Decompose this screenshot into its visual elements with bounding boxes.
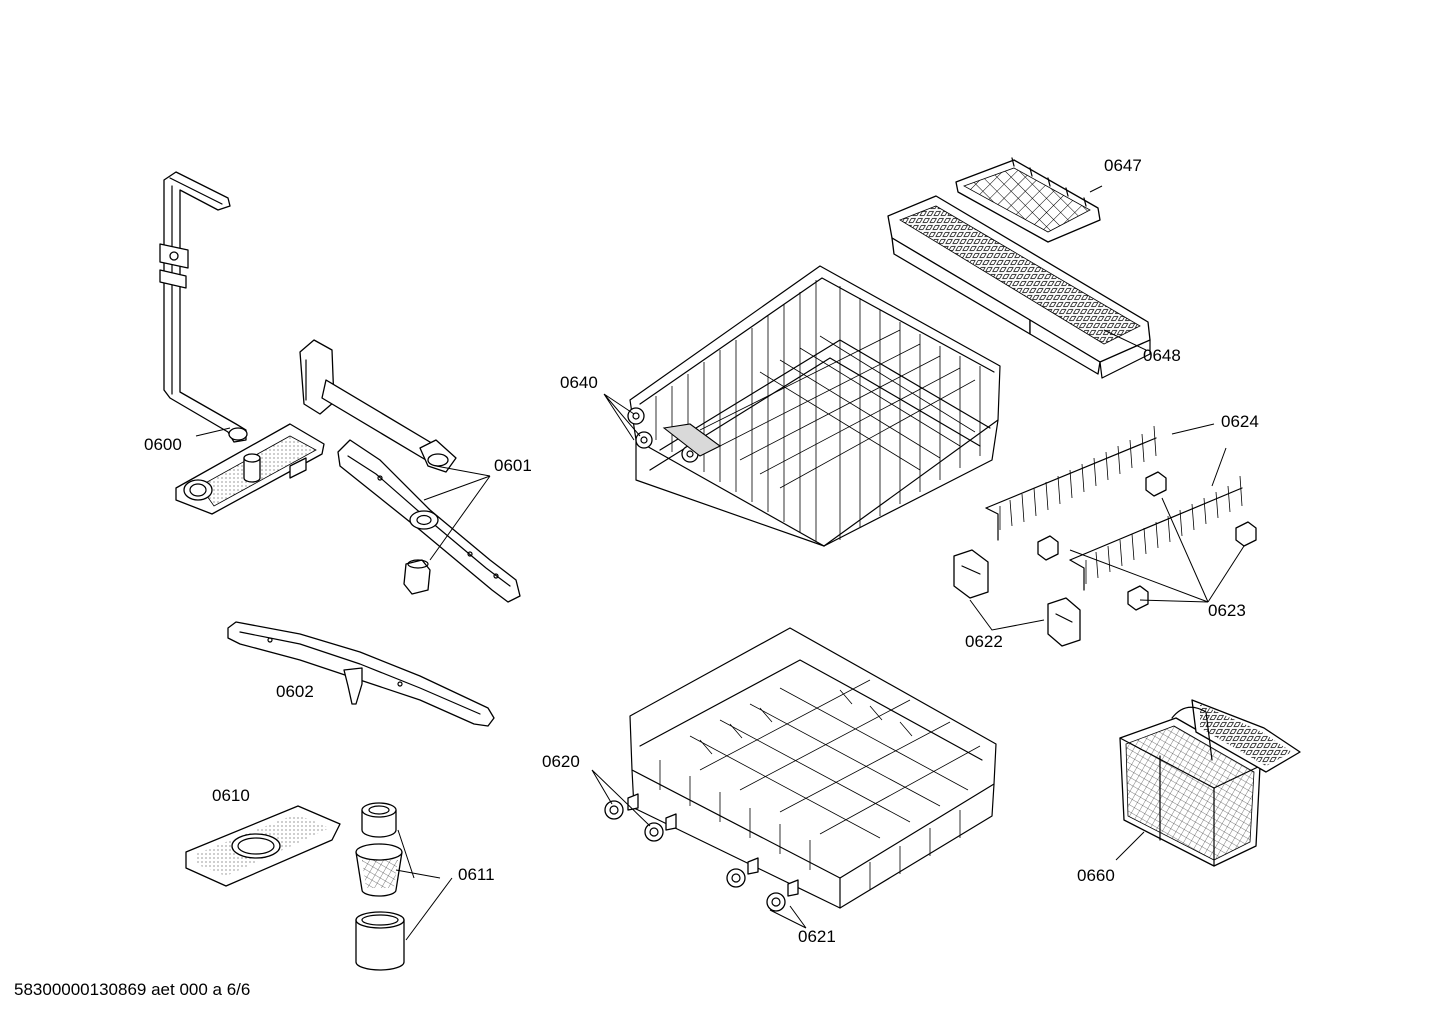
label-0611: 0611 bbox=[458, 865, 495, 884]
part-0648-cutlery-drawer bbox=[887, 195, 1151, 379]
document-id-footer: 58300000130869 aet 000 a 6/6 bbox=[14, 980, 251, 999]
label-0660: 0660 bbox=[1077, 866, 1115, 885]
leader-lines bbox=[195, 185, 1245, 941]
label-0621: 0621 bbox=[798, 927, 836, 946]
part-0660-cutlery-basket bbox=[1119, 699, 1301, 867]
part-0601-spray-pipe bbox=[299, 339, 457, 473]
part-0623-clips bbox=[1037, 471, 1257, 611]
part-0611-filter-assembly bbox=[355, 802, 405, 971]
part-0624-tine-rack bbox=[985, 425, 1243, 591]
part-0610-filter-plate bbox=[185, 805, 341, 887]
part-0601-spray-arm bbox=[337, 439, 521, 603]
label-0601: 0601 bbox=[494, 456, 532, 475]
label-0647: 0647 bbox=[1104, 156, 1142, 175]
label-0610: 0610 bbox=[212, 786, 250, 805]
label-0640: 0640 bbox=[560, 373, 598, 392]
part-0602-lower-spray-arm bbox=[227, 621, 495, 727]
part-0647-drawer-insert bbox=[955, 157, 1101, 243]
part-0600-base-housing bbox=[175, 423, 325, 515]
part-0600-feed-pipe bbox=[159, 171, 248, 443]
label-0624: 0624 bbox=[1221, 412, 1259, 431]
label-0622: 0622 bbox=[965, 632, 1003, 651]
label-0623: 0623 bbox=[1208, 601, 1246, 620]
part-0640-upper-basket bbox=[627, 265, 1001, 547]
part-0621-wheels bbox=[604, 793, 799, 912]
part-0622-brackets bbox=[953, 549, 1081, 647]
label-0620: 0620 bbox=[542, 752, 580, 771]
part-labels: 0600 0601 0602 0610 0611 0620 0621 0622 … bbox=[144, 156, 1259, 946]
label-0602: 0602 bbox=[276, 682, 314, 701]
part-0620-lower-basket bbox=[629, 627, 997, 909]
label-0600: 0600 bbox=[144, 435, 182, 454]
label-0648: 0648 bbox=[1143, 346, 1181, 365]
